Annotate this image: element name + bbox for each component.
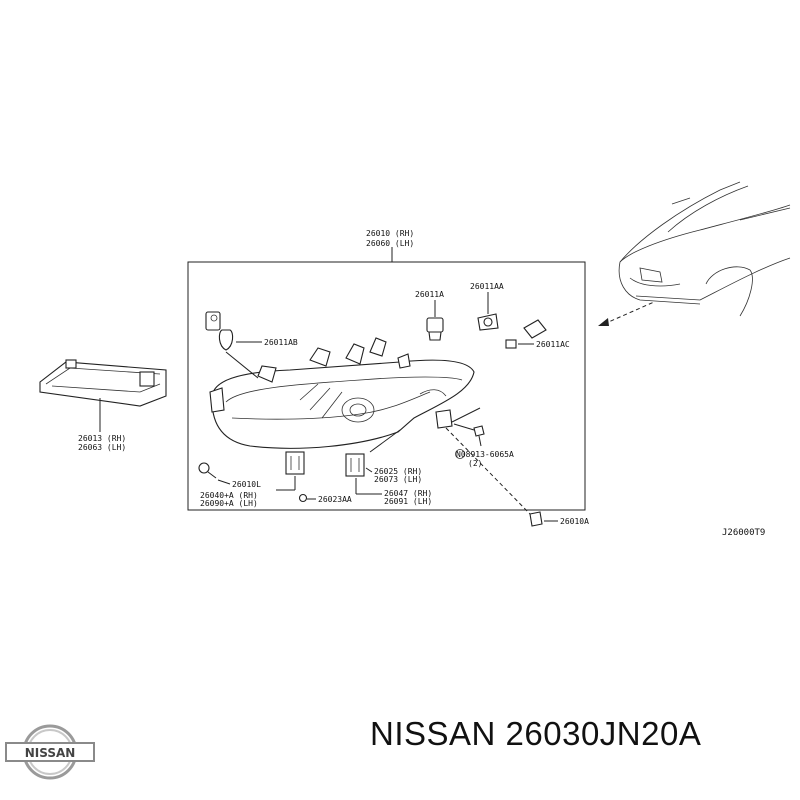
callout-assembly-lh: 26060 (LH) bbox=[366, 239, 414, 248]
assembly-frame bbox=[187, 261, 586, 511]
bulb-26011A bbox=[426, 317, 444, 341]
callout-harness-rh: 26040+A (RH) bbox=[200, 491, 258, 500]
callout-harness-lh: 26090+A (LH) bbox=[200, 499, 258, 508]
callout-26011AB: 26011AB bbox=[264, 338, 298, 347]
bolt-08913 bbox=[473, 425, 485, 447]
vehicle-front-sketch bbox=[598, 181, 791, 326]
callout-26010A: 26010A bbox=[560, 517, 589, 526]
diagram-id: J26000T9 bbox=[722, 528, 765, 538]
bulb-26011AA bbox=[477, 313, 499, 331]
connector-26040 bbox=[285, 451, 305, 475]
callout-seal-rh: 26025 (RH) bbox=[374, 467, 422, 476]
screw-26023AA bbox=[298, 493, 308, 503]
callout-reflector-rh: 26013 (RH) bbox=[78, 434, 126, 443]
bolt-26010L bbox=[198, 462, 217, 479]
clip-26010A bbox=[529, 511, 543, 527]
headlamp-housing bbox=[209, 337, 475, 449]
callout-sub-lh: 26091 (LH) bbox=[384, 497, 432, 506]
bulb-26011AB bbox=[205, 311, 234, 351]
nissan-logo: NISSAN bbox=[5, 724, 95, 780]
side-reflector bbox=[39, 359, 167, 407]
callout-26011AA: 26011AA bbox=[470, 282, 504, 291]
callout-seal-lh: 26073 (LH) bbox=[374, 475, 422, 484]
socket-26011AC bbox=[505, 319, 547, 349]
callout-sub-rh: 26047 (RH) bbox=[384, 489, 432, 498]
callout-26011AC: 26011AC bbox=[536, 340, 570, 349]
callout-assembly-rh: 26010 (RH) bbox=[366, 229, 414, 238]
callout-26023AA: 26023AA bbox=[318, 495, 352, 504]
connector-26047 bbox=[345, 453, 365, 477]
callout-26010L: 26010L bbox=[232, 480, 261, 489]
callout-26011A: 26011A bbox=[415, 290, 444, 299]
callout-bolt-code: N08913-6065A bbox=[456, 450, 514, 459]
logo-text: NISSAN bbox=[25, 746, 76, 760]
callout-reflector-lh: 26063 (LH) bbox=[78, 443, 126, 452]
part-number-caption: NISSAN 26030JN20A bbox=[370, 715, 702, 752]
callout-bolt-qty: (2) bbox=[468, 459, 482, 468]
